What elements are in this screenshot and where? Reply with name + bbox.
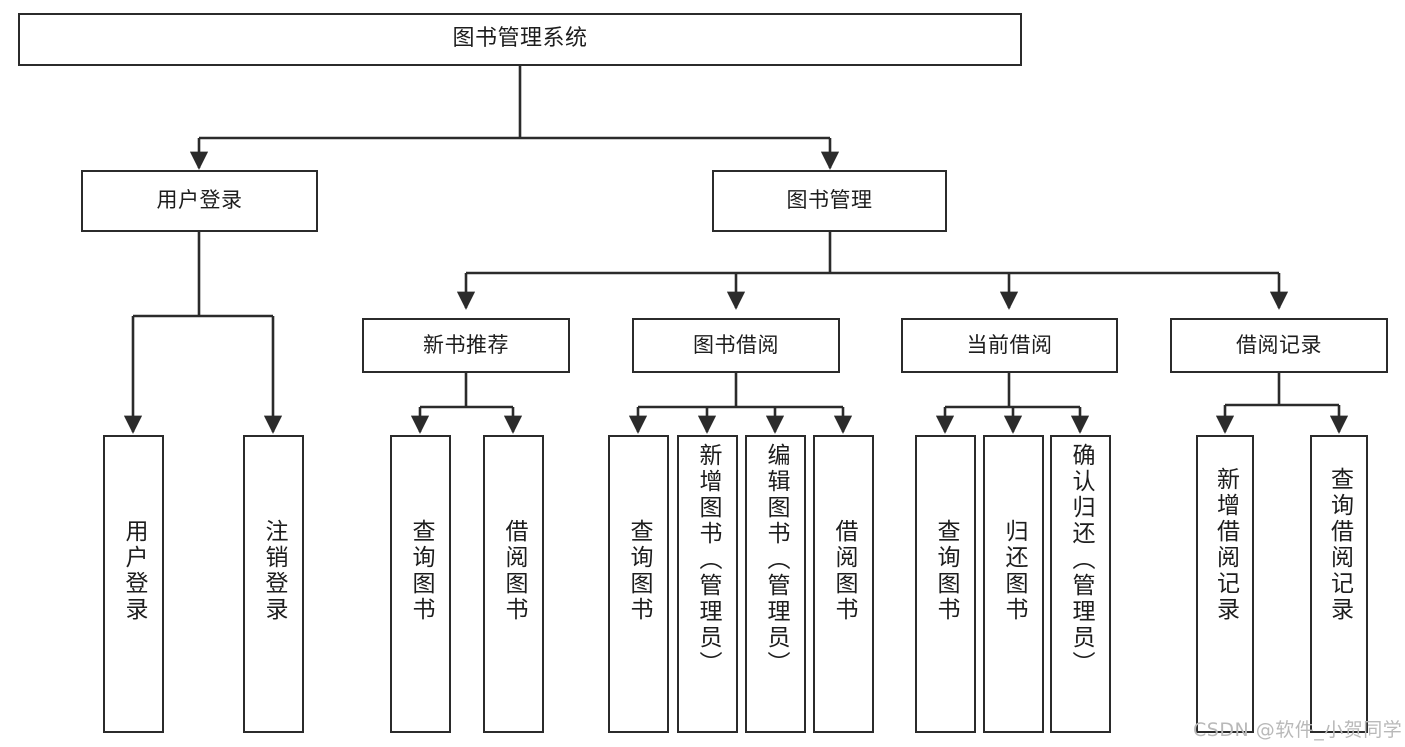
node-new-book-recommend-label: 新书推荐 xyxy=(423,332,509,357)
node-leaf-add-book-label: 新增图书（管理员） xyxy=(695,443,721,677)
node-leaf-user-login[interactable]: 用户登录 xyxy=(103,435,164,733)
node-leaf-query-book-1[interactable]: 查询图书 xyxy=(390,435,451,733)
node-leaf-query-book-2-label: 查询图书 xyxy=(626,519,652,623)
node-leaf-borrow-book-1-label: 借阅图书 xyxy=(501,519,527,623)
node-leaf-edit-book[interactable]: 编辑图书（管理员） xyxy=(745,435,806,733)
node-leaf-borrow-book-2-label: 借阅图书 xyxy=(831,519,857,623)
node-leaf-user-login-label: 用户登录 xyxy=(121,519,147,623)
node-leaf-confirm-return-label: 确认归还（管理员） xyxy=(1068,443,1094,677)
node-leaf-query-record[interactable]: 查询借阅记录 xyxy=(1310,435,1368,733)
node-book-borrow-label: 图书借阅 xyxy=(693,332,779,357)
node-leaf-return-book[interactable]: 归还图书 xyxy=(983,435,1044,733)
node-book-manage-label: 图书管理 xyxy=(786,188,873,213)
node-root[interactable]: 图书管理系统 xyxy=(18,13,1022,66)
node-leaf-confirm-return[interactable]: 确认归还（管理员） xyxy=(1050,435,1111,733)
node-new-book-recommend[interactable]: 新书推荐 xyxy=(362,318,570,373)
csdn-watermark: CSDN @软件_小贺同学 xyxy=(1193,719,1403,741)
node-borrow-record-label: 借阅记录 xyxy=(1236,332,1322,357)
node-leaf-add-record[interactable]: 新增借阅记录 xyxy=(1196,435,1254,733)
node-leaf-query-record-label: 查询借阅记录 xyxy=(1326,467,1353,623)
node-user-login[interactable]: 用户登录 xyxy=(81,170,318,232)
node-leaf-user-logout-label: 注销登录 xyxy=(261,519,287,623)
node-leaf-query-book-3-label: 查询图书 xyxy=(933,519,959,623)
node-leaf-user-logout[interactable]: 注销登录 xyxy=(243,435,304,733)
node-leaf-add-book[interactable]: 新增图书（管理员） xyxy=(677,435,738,733)
node-current-borrow[interactable]: 当前借阅 xyxy=(901,318,1118,373)
node-current-borrow-label: 当前借阅 xyxy=(966,332,1053,357)
node-leaf-borrow-book-2[interactable]: 借阅图书 xyxy=(813,435,874,733)
node-borrow-record[interactable]: 借阅记录 xyxy=(1170,318,1388,373)
node-leaf-borrow-book-1[interactable]: 借阅图书 xyxy=(483,435,544,733)
node-leaf-edit-book-label: 编辑图书（管理员） xyxy=(763,443,789,677)
node-book-manage[interactable]: 图书管理 xyxy=(712,170,947,232)
node-user-login-label: 用户登录 xyxy=(156,188,243,213)
node-leaf-query-book-2[interactable]: 查询图书 xyxy=(608,435,669,733)
node-root-label: 图书管理系统 xyxy=(452,26,588,52)
node-leaf-query-book-1-label: 查询图书 xyxy=(408,519,434,623)
node-book-borrow[interactable]: 图书借阅 xyxy=(632,318,840,373)
node-leaf-query-book-3[interactable]: 查询图书 xyxy=(915,435,976,733)
node-leaf-add-record-label: 新增借阅记录 xyxy=(1212,467,1239,623)
node-leaf-return-book-label: 归还图书 xyxy=(1001,519,1027,623)
